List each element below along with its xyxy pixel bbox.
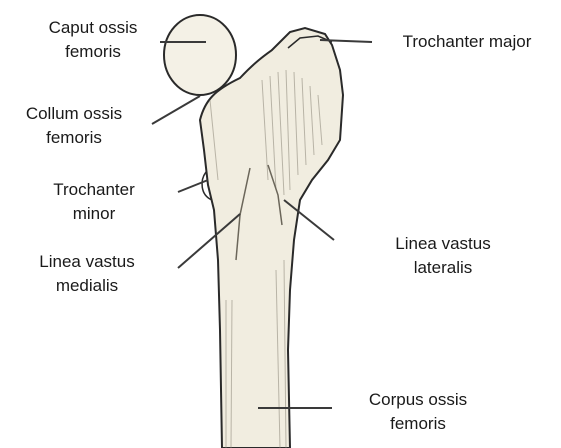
femoral-head	[164, 15, 236, 95]
label-linea-vastus-lateralis: Linea vastus lateralis	[376, 232, 510, 280]
leader-collum	[152, 96, 200, 124]
label-trochanter-major: Trochanter major	[382, 30, 552, 54]
femur-bone	[200, 28, 343, 448]
label-caput-ossis-femoris: Caput ossis femoris	[28, 16, 158, 64]
label-trochanter-minor: Trochanter minor	[38, 178, 150, 226]
label-collum-ossis-femoris: Collum ossis femoris	[6, 102, 142, 150]
label-linea-vastus-medialis: Linea vastus medialis	[20, 250, 154, 298]
label-corpus-ossis-femoris: Corpus ossis femoris	[350, 388, 486, 436]
